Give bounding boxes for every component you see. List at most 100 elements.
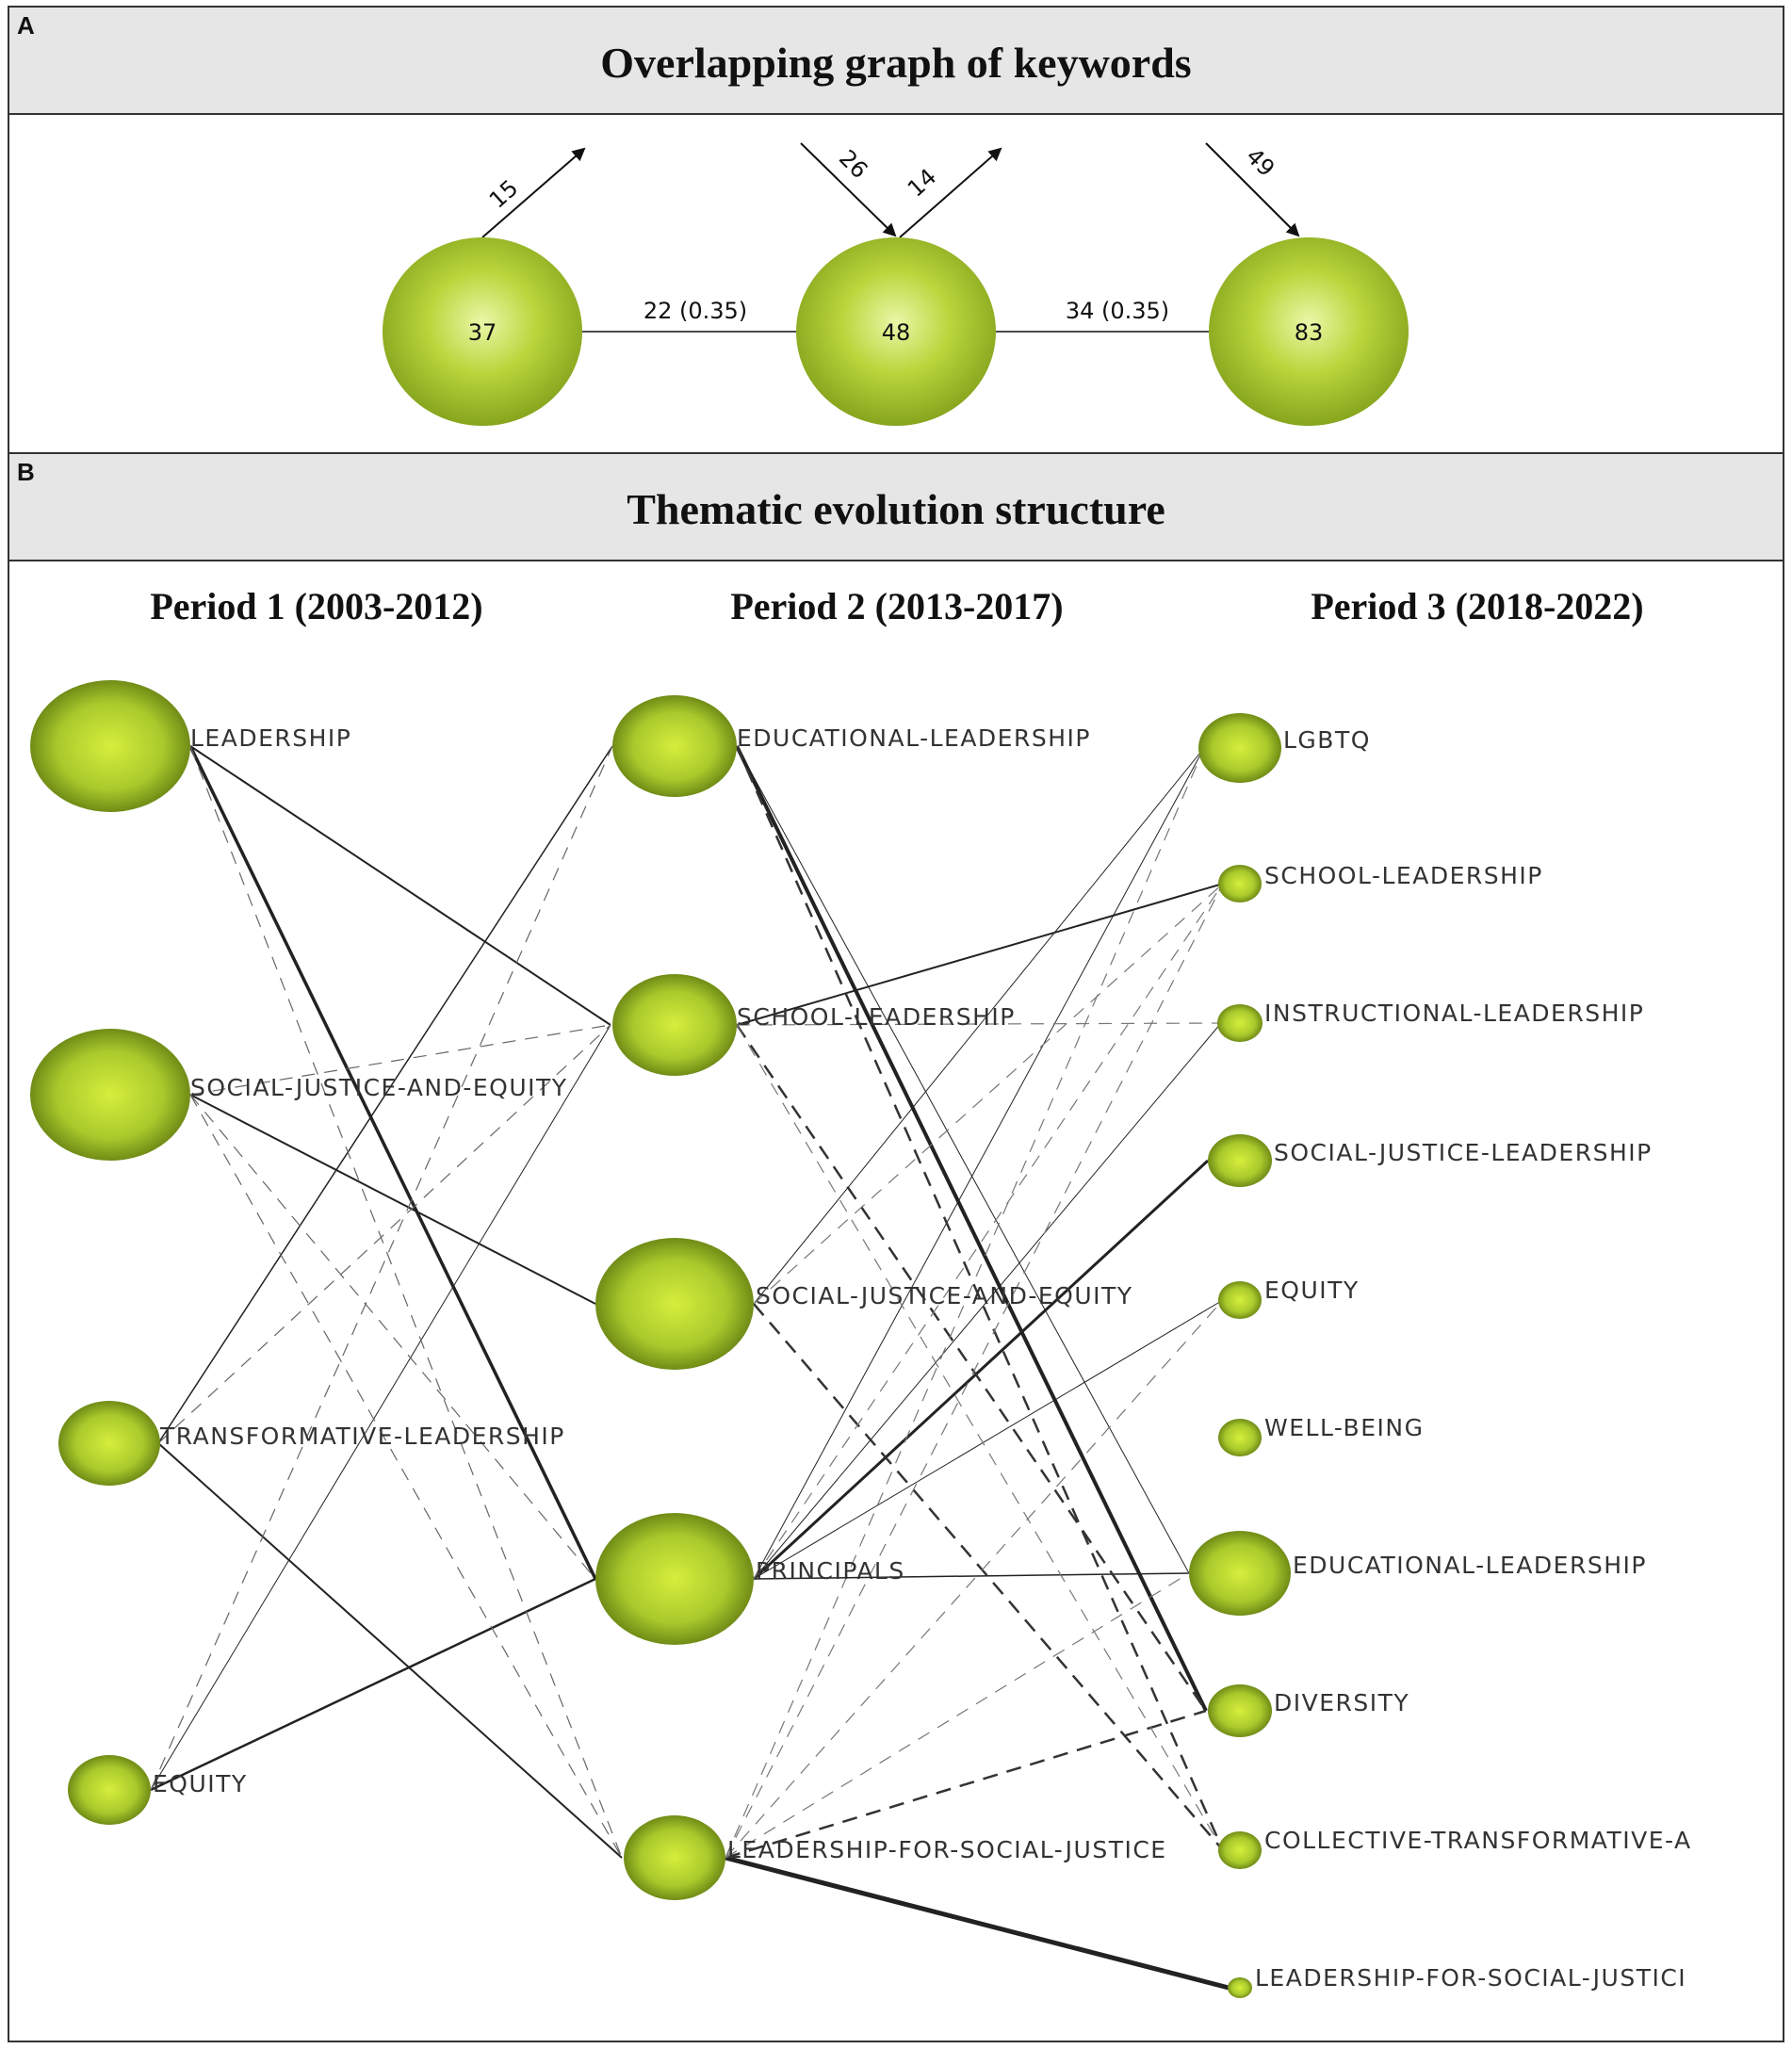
link-2-label: 34 (0.35) (1066, 298, 1169, 324)
p2-node-sje (595, 1238, 754, 1370)
p3-node-edu (1189, 1531, 1291, 1616)
edge-p1-sje-p2-school-dash (189, 1024, 611, 1096)
overlap-node-2-label: 48 (882, 319, 911, 346)
link-1-label: 22 (0.35) (643, 298, 747, 324)
p3-label-collective: COLLECTIVE-TRANSFORMATIVE-A (1264, 1827, 1692, 1854)
edge-p2-school-p3-school (736, 883, 1224, 1026)
p2-label-school: SCHOOL-LEADERSHIP (737, 1003, 1016, 1031)
p3-label-sjl: SOCIAL-JUSTICE-LEADERSHIP (1274, 1139, 1653, 1166)
edge-p2-lfsj-p3-diversity-dash (725, 1709, 1207, 1860)
p1-label-leadership: LEADERSHIP (190, 724, 351, 752)
arrow-out-1 (481, 147, 586, 238)
p2-label-sje: SOCIAL-JUSTICE-AND-EQUITY (756, 1282, 1133, 1309)
edge-p2-lfsj-p3-lfsj (725, 1855, 1230, 1991)
p2-label-edu: EDUCATIONAL-LEADERSHIP (737, 724, 1091, 752)
p3-node-wellbeing (1218, 1419, 1262, 1456)
p3-label-equity: EQUITY (1264, 1277, 1360, 1304)
p3-label-school: SCHOOL-LEADERSHIP (1264, 862, 1543, 889)
p3-node-lfsj (1228, 1977, 1252, 1998)
period-1-title: Period 1 (2003-2012) (150, 585, 483, 627)
edge-p2-principals-p3-equity (753, 1299, 1224, 1580)
p1-label-transformative: TRANSFORMATIVE-LEADERSHIP (159, 1423, 565, 1450)
arrow-in-3 (1205, 142, 1300, 237)
p1-node-sje (30, 1029, 190, 1161)
edge-p2-sje-p3-collective-dash (753, 1303, 1224, 1851)
p1-label-equity: EQUITY (153, 1770, 248, 1797)
p3-label-lgbtq: LGBTQ (1283, 726, 1371, 754)
edge-p2-principals-p3-edu (753, 1572, 1190, 1580)
label-in-3: 49 (1241, 143, 1279, 182)
overlap-node-2 (796, 237, 996, 426)
edge-p1-equity-p2-principals (150, 1577, 596, 1792)
p2-node-edu (612, 695, 737, 797)
edge-p2-principals-p3-sjl (752, 1159, 1210, 1581)
period-2-title: Period 2 (2013-2017) (730, 585, 1064, 627)
edge-p1-sje-p2-lfsj-dash (189, 1094, 623, 1859)
p3-node-equity (1218, 1281, 1262, 1319)
edge-p2-principals-p3-school-dash (753, 883, 1224, 1580)
p2-node-lfsj (624, 1815, 725, 1900)
overlap-graph: 15 26 14 49 22 (0.35) 34 (0.35) 37 48 83 (383, 142, 1409, 426)
edge-p2-principals-p3-lgbtq (753, 747, 1205, 1580)
edge-p2-sje-p3-school-dash (753, 883, 1224, 1305)
panel-letter-a: A (17, 11, 35, 40)
edge-p1-transform-p2-lfsj (157, 1442, 623, 1859)
edge-p1-transform-p2-edu (157, 745, 613, 1444)
p3-node-collective (1218, 1831, 1262, 1869)
overlap-node-1 (383, 237, 582, 426)
p1-node-leadership (30, 680, 190, 812)
overlap-node-3 (1209, 237, 1409, 426)
overlap-panel-header: A Overlapping graph of keywords (9, 8, 1783, 115)
edge-p2-lfsj-p3-lgbtq-dash (725, 747, 1205, 1859)
p2-label-lfsj: LEADERSHIP-FOR-SOCIAL-JUSTICE (727, 1836, 1167, 1863)
evolution-edges (150, 745, 1230, 1991)
edge-p2-edu-p3-edu-thin (736, 745, 1190, 1574)
thematic-panel-title: Thematic evolution structure (627, 485, 1165, 533)
edge-p1-leadership-p2-principals (188, 745, 597, 1580)
p3-node-instructional (1217, 1004, 1263, 1042)
edge-p1-equity-p2-edu-dash (150, 745, 613, 1791)
p3-label-edu: EDUCATIONAL-LEADERSHIP (1293, 1552, 1647, 1579)
label-out-2: 14 (903, 163, 941, 202)
edge-p2-edu-p3-diversity (735, 745, 1208, 1712)
p1-node-equity (68, 1755, 151, 1825)
edge-p1-sje-p2-sje (189, 1094, 596, 1305)
edge-p1-sje-p2-principals-dash (189, 1094, 596, 1580)
edge-p2-school-p3-collective-dash (736, 1024, 1224, 1851)
p3-label-lfsj: LEADERSHIP-FOR-SOCIAL-JUSTICI (1255, 1964, 1686, 1992)
edge-p1-transform-p2-school-dash (157, 1024, 611, 1444)
p3-node-diversity (1208, 1684, 1272, 1737)
p3-node-sjl (1208, 1134, 1272, 1187)
edge-p2-lfsj-p3-edu-dash (725, 1572, 1190, 1859)
label-in-2: 26 (834, 145, 872, 184)
edge-p1-leadership-p2-school (189, 745, 611, 1026)
edge-p1-leadership-p2-lfsj-dash (189, 745, 623, 1859)
p3-node-school (1218, 865, 1262, 903)
p2-node-school (612, 974, 737, 1076)
evolution-labels: LEADERSHIP SOCIAL-JUSTICE-AND-EQUITY TRA… (153, 724, 1692, 1992)
arrow-out-2 (899, 147, 1002, 238)
edge-p2-principals-p3-instr (753, 1022, 1222, 1580)
period-3-title: Period 3 (2018-2022) (1311, 585, 1644, 627)
p2-node-principals (595, 1513, 754, 1645)
p1-node-transformative (58, 1401, 160, 1486)
p2-label-principals: PRINCIPALS (756, 1557, 905, 1585)
edge-p2-school-p3-diversity-dash (735, 1024, 1208, 1712)
arrow-in-2 (800, 142, 897, 237)
overlap-node-1-label: 37 (468, 319, 497, 346)
overlap-panel-title: Overlapping graph of keywords (600, 39, 1192, 87)
panel-letter-b: B (17, 458, 35, 486)
edge-p2-school-p3-instr-dash (736, 1022, 1222, 1026)
p3-label-diversity: DIVERSITY (1274, 1689, 1409, 1716)
evolution-nodes (30, 680, 1291, 1998)
edge-p2-lfsj-p3-school-dash (725, 883, 1224, 1859)
edge-p2-edu-p3-collective-dash (735, 745, 1225, 1851)
edge-p1-equity-p2-school-thin (150, 1024, 611, 1791)
p3-label-instructional: INSTRUCTIONAL-LEADERSHIP (1264, 1000, 1644, 1027)
p3-node-lgbtq (1198, 713, 1281, 783)
thematic-panel: B Thematic evolution structure (8, 452, 1784, 2042)
p1-label-sje: SOCIAL-JUSTICE-AND-EQUITY (190, 1074, 568, 1101)
thematic-panel-header: B Thematic evolution structure (9, 454, 1783, 561)
overlap-node-3-label: 83 (1295, 319, 1324, 346)
